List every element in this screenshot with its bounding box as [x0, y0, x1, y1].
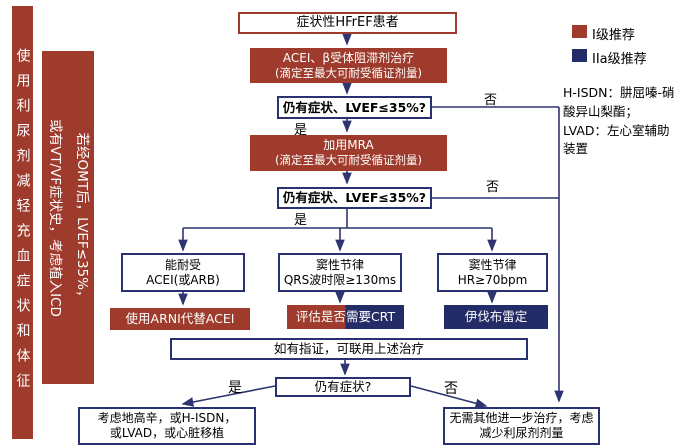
- legend-class2a-swatch: [572, 49, 587, 62]
- node-question-lvef-1: 仍有症状、LVEF≤35%?: [277, 96, 432, 119]
- node-question-symptoms: 仍有症状?: [275, 377, 411, 397]
- icd-sidebar: 若经OMT后，LVEF≤35%， 或有VT/VF症状史，考虑植入ICD: [42, 51, 94, 384]
- node-end-no-further: 无需其他进一步治疗，考虑 减少利尿剂剂量: [443, 407, 600, 445]
- abbreviation-note: H-ISDN：肼屈嗪-硝酸异山梨酯；LVAD：左心室辅助装置: [563, 85, 675, 157]
- icd-sidebar-text: 若经OMT后，LVEF≤35%， 或有VT/VF症状史，考虑植入ICD: [47, 118, 90, 317]
- node-ivabradine: 伊伐布雷定: [444, 305, 548, 329]
- node-mra: 加用MRA (滴定至最大可耐受循证剂量): [250, 135, 447, 171]
- label-yes-3: 是: [228, 380, 242, 396]
- node-combine-therapy: 如有指证，可联用上述治疗: [170, 338, 528, 360]
- node-tolerate-acei: 能耐受 ACEI(或ARB): [121, 253, 245, 292]
- node-acei-betablocker: ACEI、β受体阻滞剂治疗 (滴定至最大可耐受循证剂量): [250, 48, 447, 83]
- node-end-advanced: 考虑地高辛，或H-ISDN， 或LVAD，或心脏移植: [78, 407, 256, 445]
- node-question-lvef-2: 仍有症状、LVEF≤35%?: [277, 187, 432, 209]
- node-start: 症状性HFrEF患者: [238, 12, 457, 34]
- label-yes-1: 是: [294, 123, 308, 138]
- diuretic-sidebar: 使用利尿剂减轻充血症状和体征: [12, 6, 33, 439]
- legend-class1-swatch: [572, 25, 587, 38]
- label-no-2: 否: [486, 180, 500, 195]
- label-yes-2: 是: [294, 213, 308, 228]
- label-no-3: 否: [444, 381, 458, 397]
- legend-class1-label: I级推荐: [592, 28, 635, 43]
- node-arni: 使用ARNI代替ACEI: [110, 308, 250, 330]
- node-sinus-hr: 窦性节律 HR≥70bpm: [437, 253, 548, 292]
- label-no-1: 否: [484, 93, 498, 108]
- legend-class2a-label: IIa级推荐: [592, 52, 647, 67]
- node-crt: 评估是否需要CRT: [287, 305, 404, 329]
- node-sinus-qrs: 窦性节律 QRS波时限≥130ms: [278, 253, 402, 292]
